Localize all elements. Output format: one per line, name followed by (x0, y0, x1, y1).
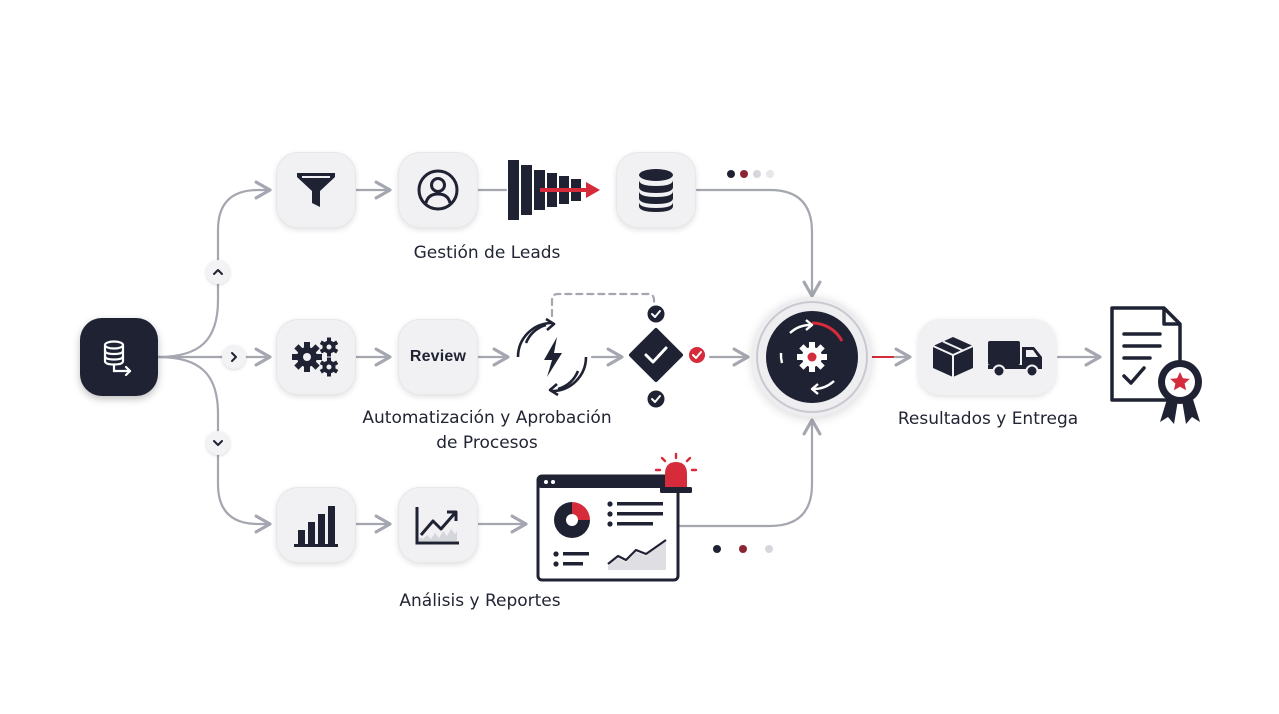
collapse-top-button[interactable] (206, 260, 230, 284)
source-node[interactable] (80, 318, 158, 396)
hub-node[interactable] (752, 297, 872, 417)
database-node[interactable] (616, 152, 696, 228)
user-icon (417, 169, 459, 211)
truck-icon (988, 341, 1042, 378)
certificate-award-icon[interactable] (1106, 304, 1210, 428)
funnel-node[interactable] (276, 152, 356, 228)
results-label: Resultados y Entrega (897, 409, 1079, 429)
automation-label-line2: de Procesos (436, 433, 538, 453)
trend-chart-icon (415, 507, 459, 545)
chevron-down-icon (213, 440, 223, 446)
database-flow-icon (103, 340, 132, 377)
branch-top-connector (156, 180, 272, 359)
automation-label-line1: Automatización y Aprobación (362, 408, 612, 428)
gears-node[interactable] (276, 319, 356, 395)
chevron-up-icon (213, 269, 223, 275)
funnel-icon (297, 173, 335, 207)
gear-cycle-icon (756, 301, 868, 413)
dashboard-icon[interactable] (536, 474, 680, 582)
lightning-refresh-icon[interactable] (512, 317, 592, 397)
database-icon (639, 169, 673, 212)
user-node[interactable] (398, 152, 478, 228)
trend-node[interactable] (398, 487, 478, 563)
review-label: Review (409, 348, 467, 365)
automation-label: Automatización y Aprobación de Procesos (346, 406, 628, 456)
alarm-icon (654, 452, 698, 493)
dashboard-to-hub-connector (678, 418, 822, 528)
branch-bottom-connector (156, 355, 272, 534)
pipeline-arrow-icon (508, 160, 600, 220)
review-loop-connector (550, 292, 656, 318)
review-node[interactable]: Review (398, 319, 478, 395)
progress-dots-top (727, 170, 774, 178)
analysis-label: Análisis y Reportes (399, 591, 561, 611)
database-to-hub-connector (695, 188, 822, 298)
bar-chart-node[interactable] (276, 487, 356, 563)
status-dot (689, 347, 705, 363)
bar-chart-icon (294, 506, 338, 547)
expand-middle-button[interactable] (222, 345, 246, 369)
chevron-right-icon (231, 352, 237, 362)
leads-label: Gestión de Leads (413, 243, 561, 263)
gears-icon (292, 337, 339, 377)
package-icon (932, 337, 974, 377)
checkmark-diamond-icon[interactable] (626, 304, 686, 410)
delivery-node[interactable] (918, 319, 1056, 395)
progress-dots-bottom (713, 545, 773, 553)
expand-bottom-button[interactable] (206, 431, 230, 455)
